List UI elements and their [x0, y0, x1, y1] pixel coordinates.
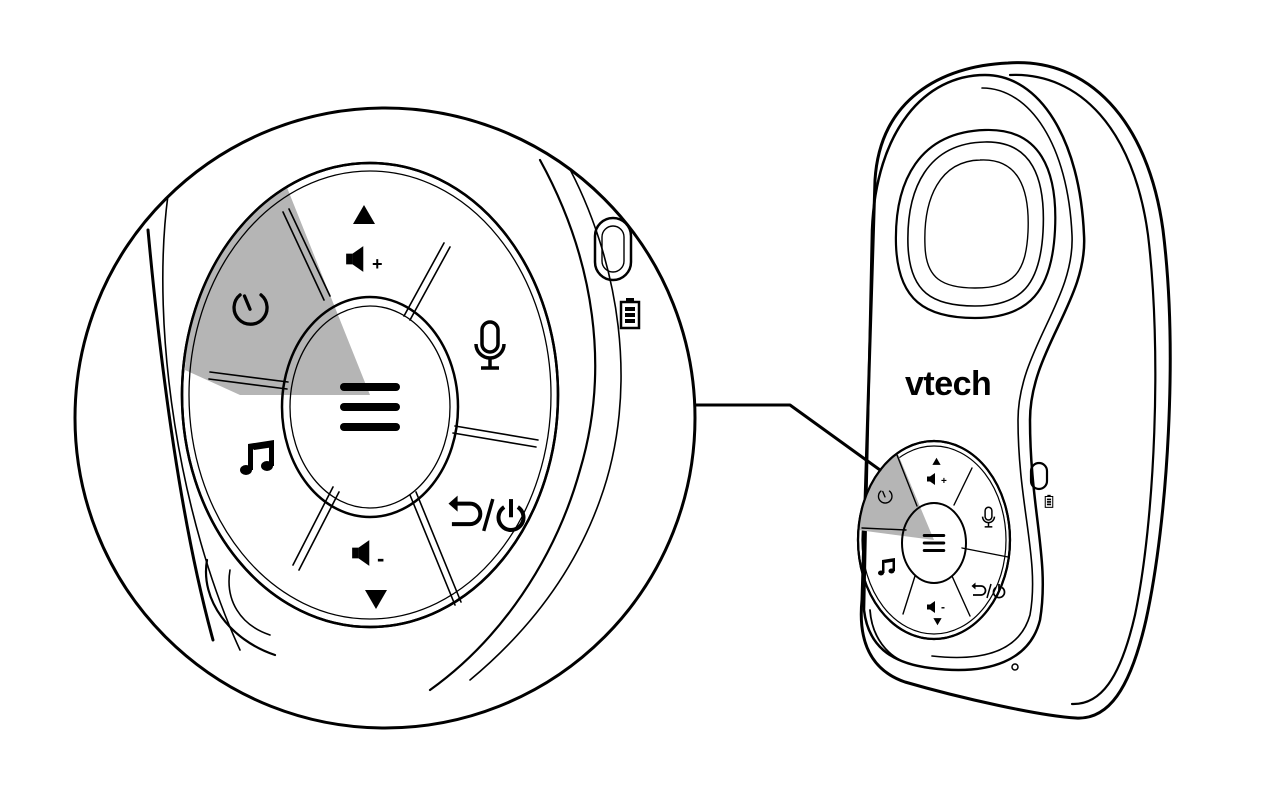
- volume-down-arrow-small: [933, 618, 942, 626]
- volume-down-button[interactable]: -: [352, 540, 387, 609]
- device-front-face: [862, 73, 1086, 672]
- side-button[interactable]: [593, 216, 633, 282]
- svg-text:+: +: [941, 476, 947, 487]
- volume-up-button[interactable]: +: [346, 205, 383, 274]
- battery-icon-small: [1044, 494, 1054, 508]
- menu-icon-small: [922, 534, 946, 552]
- microphone-icon-small: [981, 506, 996, 528]
- volume-down-icon-small: [927, 601, 935, 613]
- svg-text:-: -: [377, 546, 384, 571]
- magnifier-border: [73, 106, 697, 730]
- volume-up-icon-small: [927, 473, 935, 485]
- svg-text:-: -: [941, 600, 945, 614]
- parent-unit: vtech: [856, 61, 1172, 720]
- side-button-small[interactable]: [1029, 461, 1049, 491]
- microphone-hole: [1011, 663, 1019, 671]
- device-screen: [894, 128, 1057, 320]
- music-note-icon-small: [878, 558, 895, 576]
- volume-up-arrow-small: [932, 457, 941, 465]
- brand-logo: vtech: [905, 365, 991, 403]
- back-power-icon-small: [970, 581, 1006, 599]
- menu-button-small[interactable]: [901, 502, 967, 584]
- menu-icon: [340, 383, 400, 431]
- menu-button[interactable]: [280, 295, 460, 519]
- callout-line: [691, 403, 882, 472]
- svg-text:+: +: [372, 254, 383, 274]
- magnified-view: + -: [73, 106, 697, 730]
- device-back-shell: [859, 61, 1172, 720]
